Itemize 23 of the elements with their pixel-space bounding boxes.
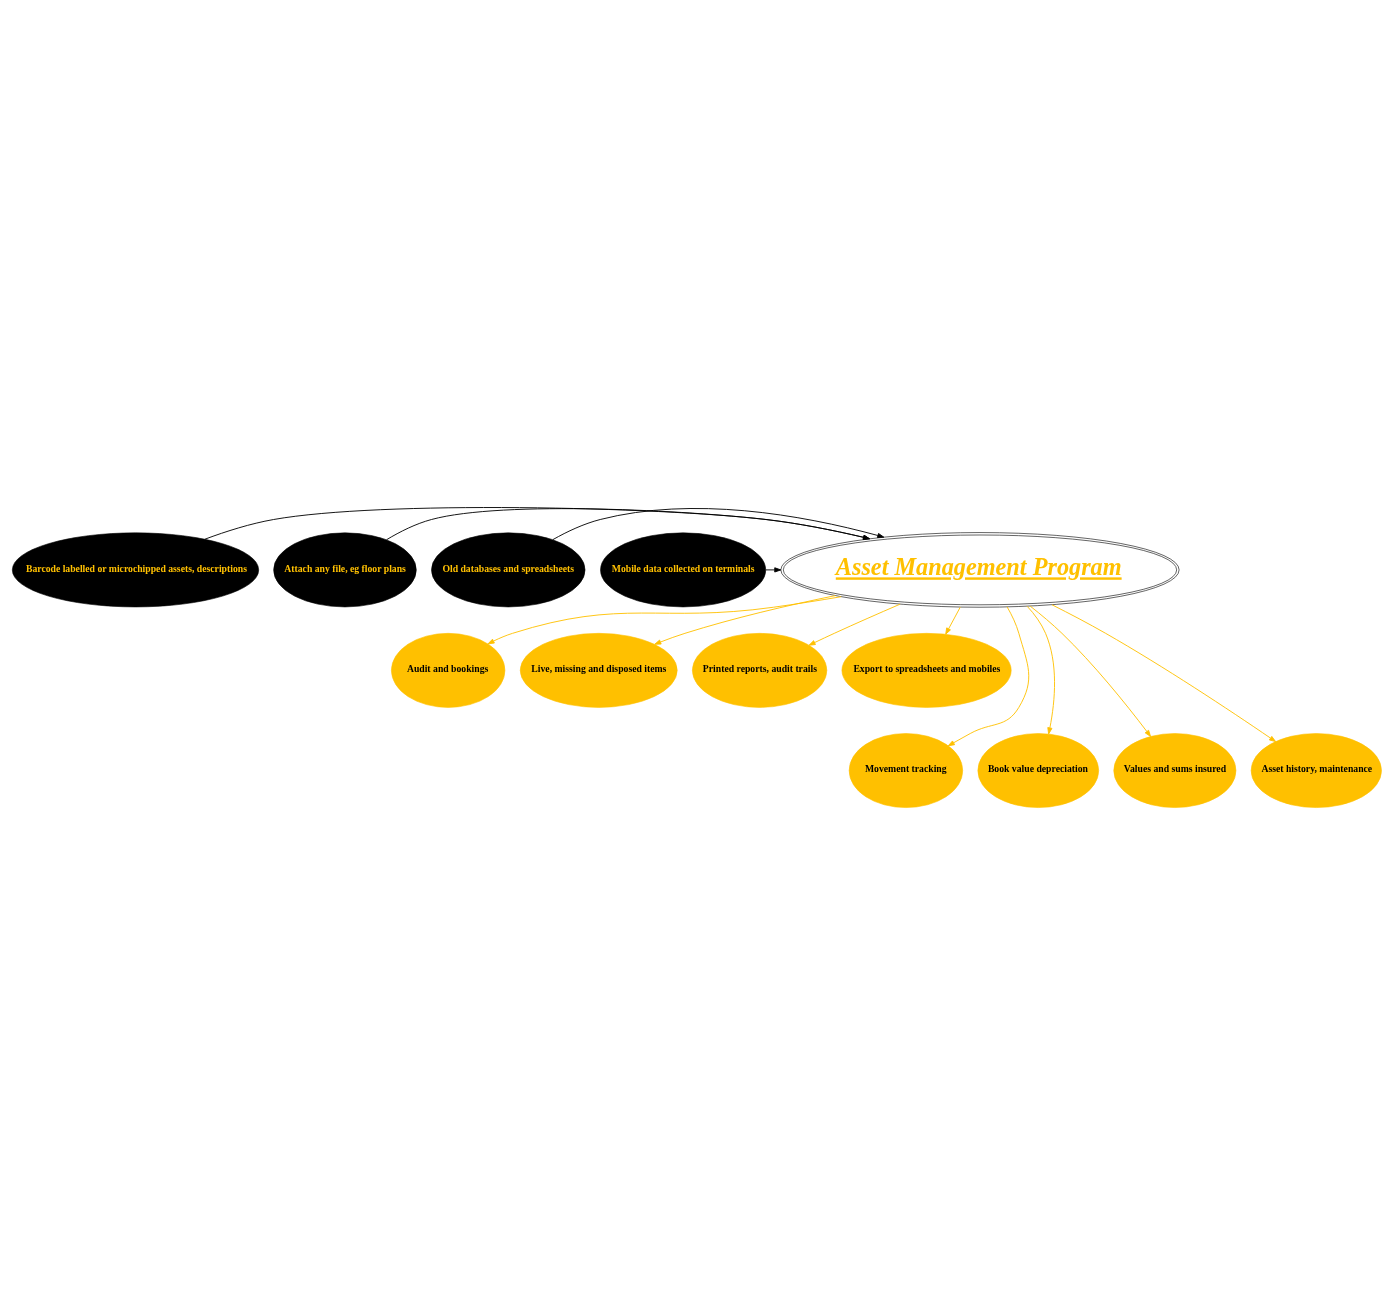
node-ellipse: Book value depreciation [977, 733, 1099, 808]
node-ellipse: Audit and bookings [391, 633, 506, 708]
node-ellipse: Movement tracking [848, 733, 963, 808]
arrow [808, 603, 901, 646]
node-ellipse: Attach any file, eg floor plans [273, 532, 417, 608]
arrow [204, 507, 870, 540]
arrow [1051, 604, 1277, 743]
node-ellipse: Mobile data collected on terminals [600, 532, 766, 608]
arrow [552, 508, 885, 541]
arrow [947, 606, 1030, 747]
arrow [1029, 605, 1151, 737]
node-ellipse: Export to spreadsheets and mobiles [841, 633, 1012, 708]
arrow [765, 567, 782, 573]
arrow [487, 596, 842, 645]
arrow [654, 595, 836, 645]
node-ellipse: Barcode labelled or microchipped assets, descriptions [12, 532, 259, 608]
node-ellipse: Printed reports, audit trails [692, 633, 828, 708]
arrow [1026, 605, 1055, 735]
node-ellipse: Old databases and spreadsheets [431, 532, 586, 608]
node-ellipse: Values and sums insured [1113, 733, 1237, 808]
node-ellipse: Live, missing and disposed items [519, 633, 678, 708]
arrow [945, 606, 961, 635]
arrow [386, 508, 870, 541]
